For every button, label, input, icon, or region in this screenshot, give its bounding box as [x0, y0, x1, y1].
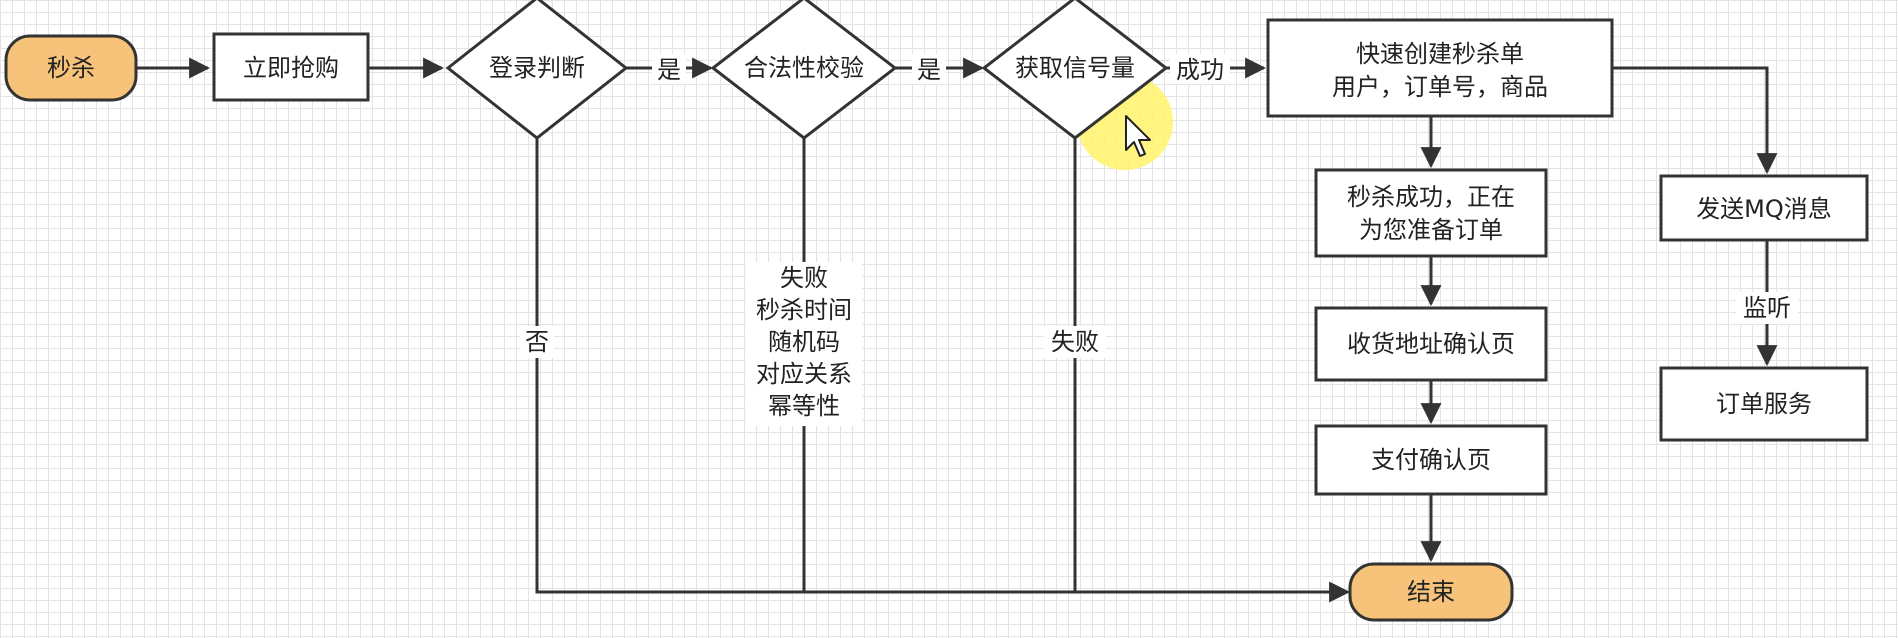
- validity-check-diamond: [710, 0, 898, 140]
- login-check-label: 登录判断: [489, 54, 585, 82]
- address-confirm-box: [1314, 306, 1548, 382]
- node-buy-now: 立即抢购: [212, 32, 370, 102]
- edge-create-to-mq: [1612, 66, 1778, 175]
- create-order-label-line1: 快速创建秒杀单: [1356, 40, 1524, 68]
- order-service-box: [1659, 366, 1869, 442]
- node-order-service: 订单服务: [1659, 366, 1869, 442]
- node-success: 秒杀成功，正在 为您准备订单: [1314, 168, 1548, 258]
- create-order-box: [1266, 18, 1614, 118]
- node-create-order: 快速创建秒杀单 用户，订单号，商品: [1266, 18, 1614, 118]
- node-start: 秒杀: [4, 34, 138, 102]
- send-mq-label: 发送MQ消息: [1696, 195, 1832, 223]
- pay-confirm-box: [1314, 424, 1548, 496]
- edge-label-validity-fail-4: 对应关系: [756, 360, 852, 388]
- create-order-label-line2: 用户，订单号，商品: [1332, 73, 1548, 101]
- node-send-mq: 发送MQ消息: [1659, 174, 1869, 242]
- address-confirm-label: 收货地址确认页: [1347, 330, 1515, 358]
- success-label-line1: 秒杀成功，正在: [1347, 183, 1515, 211]
- node-pay-confirm: 支付确认页: [1314, 424, 1548, 496]
- validity-check-label: 合法性校验: [744, 54, 864, 82]
- edge-login-fail-to-end: [535, 138, 1351, 603]
- node-get-semaphore: 获取信号量: [981, 0, 1169, 140]
- end-terminal-shape: [1348, 562, 1514, 622]
- node-login-check: 登录判断: [445, 0, 629, 140]
- send-mq-box: [1659, 174, 1869, 242]
- edge-label-validity-yes: 是: [917, 56, 941, 84]
- edge-label-semaphore-success: 成功: [1176, 56, 1224, 84]
- edge-label-validity-fail-3: 随机码: [768, 328, 840, 356]
- edge-label-semaphore-fail: 失败: [1051, 328, 1099, 356]
- start-label: 秒杀: [47, 54, 95, 82]
- order-service-label: 订单服务: [1716, 390, 1812, 418]
- node-end: 结束: [1348, 562, 1514, 622]
- buy-now-label: 立即抢购: [243, 54, 339, 82]
- edge-label-login-yes: 是: [657, 56, 681, 84]
- node-validity-check: 合法性校验: [710, 0, 898, 140]
- login-check-diamond: [445, 0, 629, 140]
- get-semaphore-label: 获取信号量: [1015, 54, 1135, 82]
- buy-now-box: [212, 32, 370, 102]
- edge-label-validity-fail-1: 失败: [780, 264, 828, 292]
- pay-confirm-label: 支付确认页: [1371, 446, 1491, 474]
- edge-label-validity-fail-2: 秒杀时间: [756, 296, 852, 324]
- end-label: 结束: [1407, 578, 1455, 606]
- edge-label-mq-listen: 监听: [1743, 294, 1791, 322]
- edge-label-login-no: 否: [525, 328, 549, 356]
- start-terminal-shape: [4, 34, 138, 102]
- edge-label-validity-fail-5: 幂等性: [768, 392, 840, 420]
- get-semaphore-diamond: [981, 0, 1169, 140]
- success-box: [1314, 168, 1548, 258]
- node-address-confirm: 收货地址确认页: [1314, 306, 1548, 382]
- mouse-pointer-icon: [1125, 115, 1151, 157]
- success-label-line2: 为您准备订单: [1359, 216, 1503, 244]
